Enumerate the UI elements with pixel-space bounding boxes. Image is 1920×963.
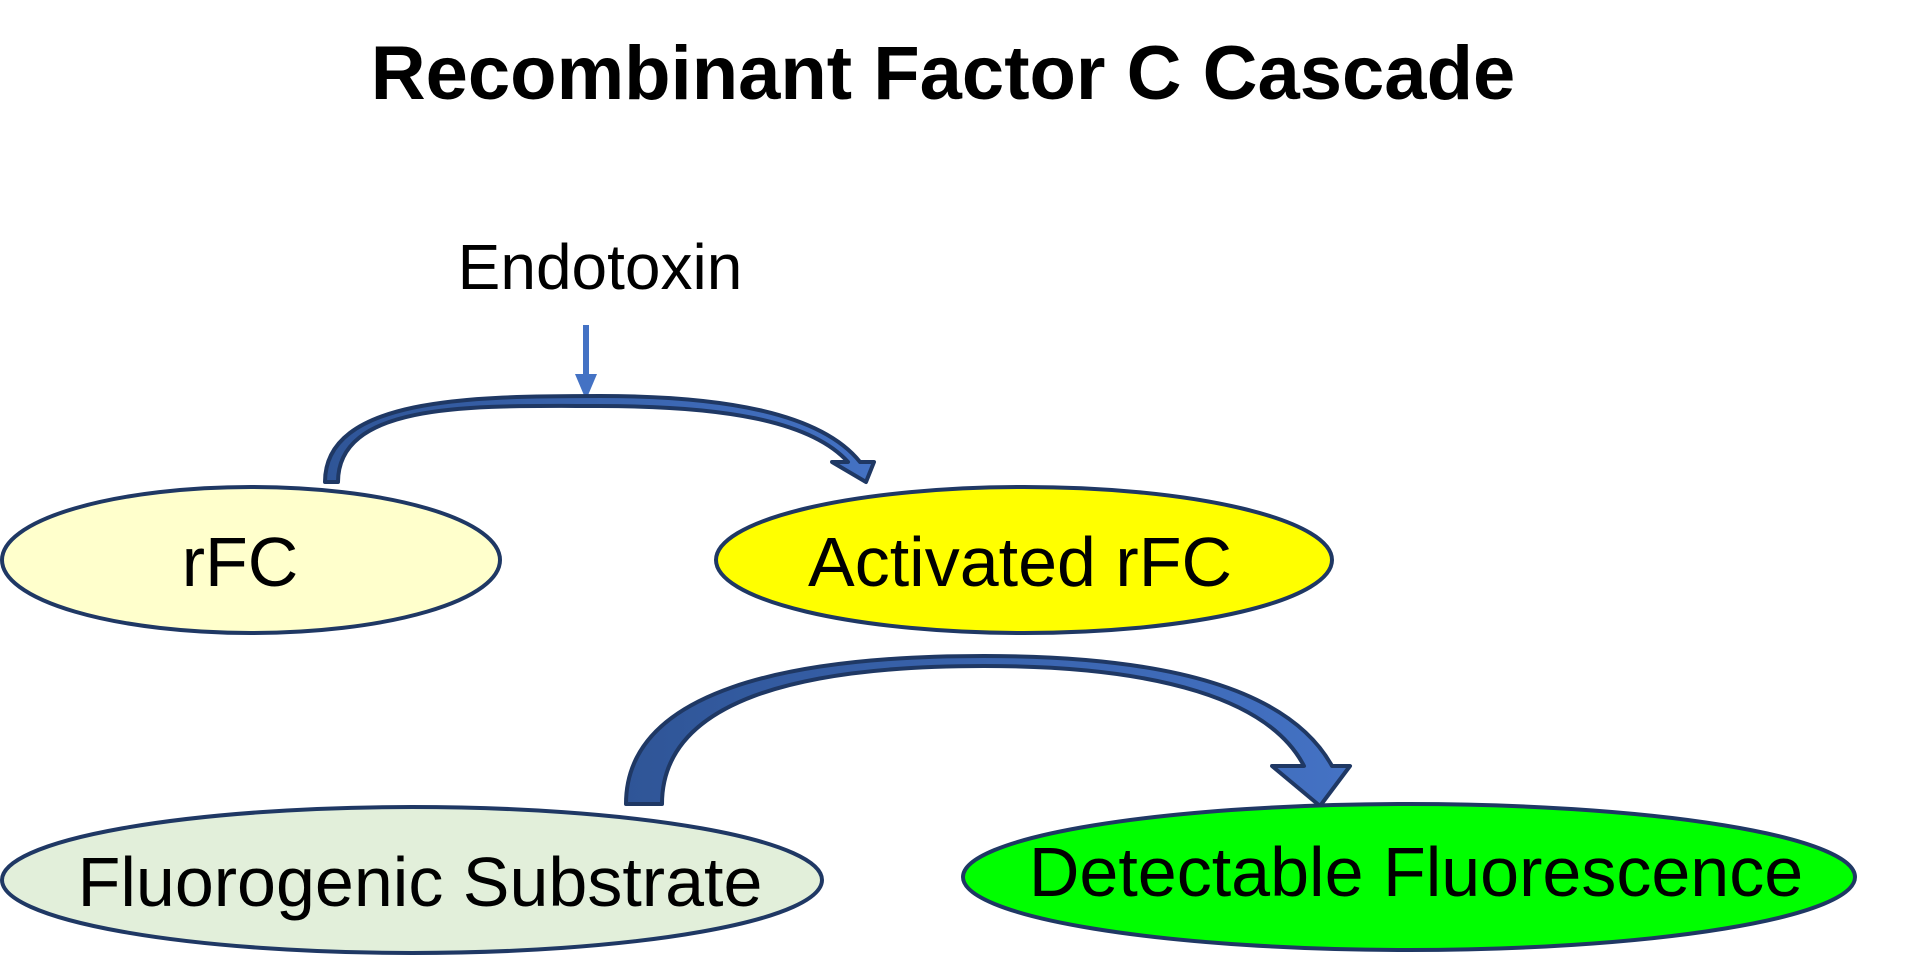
node-fluorogenic-substrate: Fluorogenic Substrate	[0, 805, 824, 955]
node-detectable-fluorescence-label: Detectable Fluorescence	[1029, 833, 1803, 911]
activation-arc-arrow	[323, 394, 876, 484]
node-detectable-fluorescence: Detectable Fluorescence	[961, 802, 1857, 952]
node-activated-rfc: Activated rFC	[714, 485, 1334, 635]
endotoxin-label: Endotoxin	[458, 231, 743, 303]
node-rfc: rFC	[0, 485, 502, 635]
cleavage-arc-arrow	[624, 654, 1352, 808]
node-rfc-label: rFC	[182, 523, 299, 601]
diagram-title: Recombinant Factor C Cascade	[370, 31, 1516, 116]
node-fluorogenic-substrate-label: Fluorogenic Substrate	[78, 843, 763, 921]
endotoxin-arrow	[575, 325, 597, 400]
node-activated-rfc-label: Activated rFC	[808, 523, 1232, 601]
